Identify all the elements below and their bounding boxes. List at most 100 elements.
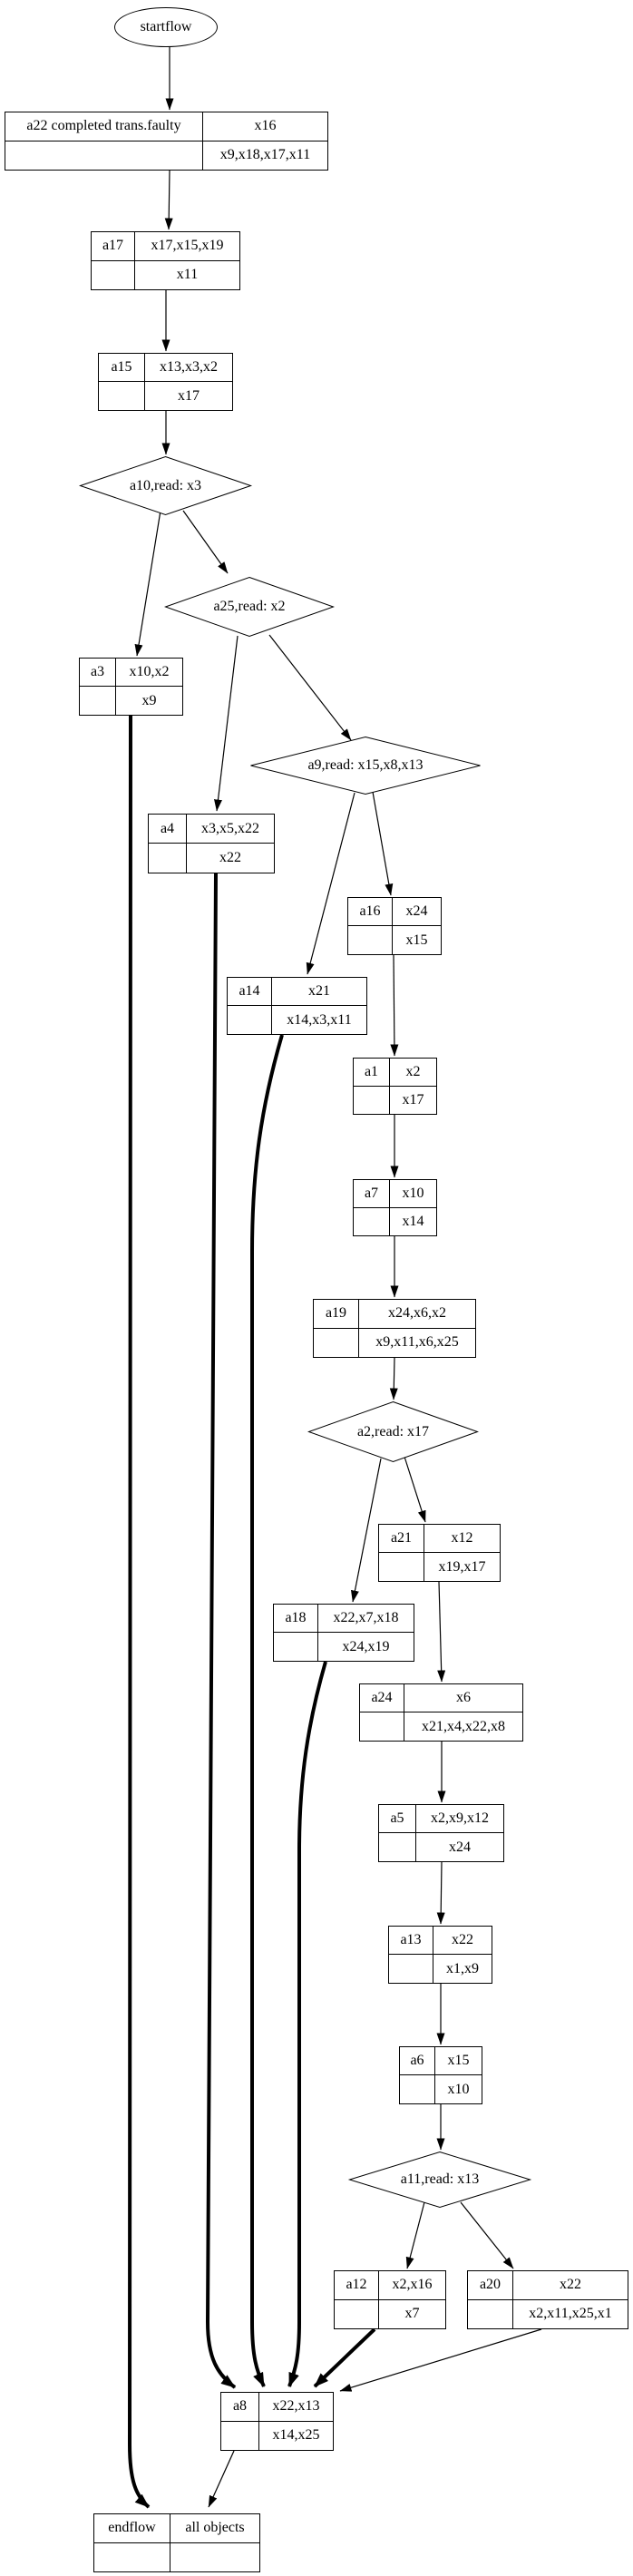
diamond-shape xyxy=(347,2151,532,2209)
edge-a18-a8 xyxy=(287,1661,327,2387)
activity-a7-name: a7 xyxy=(354,1180,390,1208)
edge-a14-a8 xyxy=(250,1034,284,2387)
activity-a19-name: a19 xyxy=(314,1300,359,1329)
activity-a3-name: a3 xyxy=(80,659,116,687)
edge-a12-a8 xyxy=(313,2327,376,2388)
activity-a1-empty-cell xyxy=(354,1086,390,1114)
activity-a21-name: a21 xyxy=(379,1525,424,1553)
activity-a22-empty-cell xyxy=(5,141,203,170)
activity-a3-empty-cell xyxy=(80,687,116,715)
activity-a19-empty-cell xyxy=(314,1328,359,1357)
diamond-shape xyxy=(307,1400,479,1463)
activity-a3-reads: x10,x2 xyxy=(116,659,182,687)
activity-a14-writes: x14,x3,x11 xyxy=(287,1011,352,1028)
decision-a9: a9,read: x15,x8,x13 xyxy=(250,736,481,795)
activity-a17-empty-cell xyxy=(92,260,135,289)
activity-a20-name: a20 xyxy=(468,2271,513,2300)
edge-a21-a24 xyxy=(437,1581,446,1683)
activity-a14-reads: x21 xyxy=(272,978,366,1006)
activity-a5-name: a5 xyxy=(379,1805,416,1833)
edge-a8-endflow xyxy=(208,2450,235,2508)
diamond-shape xyxy=(250,736,481,795)
edge-a22-a17 xyxy=(164,170,173,230)
activity-a12-reads: x2,x16 xyxy=(379,2271,445,2300)
start-node: startflow xyxy=(114,7,218,47)
activity-a18-empty-cell xyxy=(274,1633,318,1661)
activity-a16-name: a16 xyxy=(348,898,393,926)
end-node-scope: all objects xyxy=(170,2514,259,2543)
decision-a25-label: a25,read: x2 xyxy=(213,599,286,614)
activity-a13-empty-cell xyxy=(389,1955,433,1983)
activity-a8-reads: x22,x13 xyxy=(259,2393,333,2422)
decision-a11: a11,read: x13 xyxy=(347,2151,532,2209)
activity-a6-writes: x10 xyxy=(447,2081,470,2097)
activity-a5-reads: x2,x9,x12 xyxy=(416,1805,503,1833)
decision-a10: a10,read: x3 xyxy=(78,455,253,516)
activity-a16-empty-cell xyxy=(348,926,393,954)
edge-a2-a21 xyxy=(404,1456,426,1523)
activity-a12-name: a12 xyxy=(335,2271,379,2300)
edge-a9-a14 xyxy=(306,792,355,975)
end-node-empty-cell xyxy=(94,2542,170,2571)
activity-a24-writes: x21,x4,x22,x8 xyxy=(422,1718,505,1734)
diamond-shape xyxy=(163,576,336,638)
diamond-shape xyxy=(78,455,253,516)
activity-a17-writes: x11 xyxy=(176,267,199,283)
activity-a4-writes: x22 xyxy=(219,850,241,865)
activity-a22-name: a22 completed trans.faulty xyxy=(5,112,203,141)
activity-a22-writes: x9,x18,x17,x11 xyxy=(219,147,311,163)
activity-a20-reads: x22 xyxy=(513,2271,628,2300)
end-node-name: endflow xyxy=(94,2514,170,2543)
edge-a10-a3 xyxy=(134,510,161,657)
activity-a19-writes: x9,x11,x6,x25 xyxy=(375,1334,459,1351)
activity-a21-writes: x19,x17 xyxy=(438,1558,486,1575)
edge-a20-a8 xyxy=(339,2328,542,2392)
activity-a15-name: a15 xyxy=(99,354,145,382)
activity-a8-name: a8 xyxy=(221,2393,259,2422)
activity-a19-reads: x24,x6,x2 xyxy=(359,1300,475,1329)
activity-a24-empty-cell xyxy=(360,1712,404,1741)
edge-a2-a18 xyxy=(350,1458,382,1603)
activity-a12-writes: x7 xyxy=(404,2306,420,2322)
decision-a9-label: a9,read: x15,x8,x13 xyxy=(307,757,424,773)
activity-a1-name: a1 xyxy=(354,1059,390,1087)
activity-a5-writes: x24 xyxy=(449,1839,471,1855)
edge-a11-a20 xyxy=(460,2201,514,2269)
activity-a6-empty-cell xyxy=(400,2075,435,2103)
edge-a10-a25 xyxy=(182,510,229,574)
activity-a6-reads: x15 xyxy=(435,2047,482,2075)
edge-a25-a4 xyxy=(214,635,239,812)
decision-a2: a2,read: x17 xyxy=(307,1400,479,1463)
activity-a24-reads: x6 xyxy=(404,1684,522,1712)
decision-a25: a25,read: x2 xyxy=(163,576,336,638)
activity-a15-reads: x13,x3,x2 xyxy=(145,354,232,382)
edge-a4-a8 xyxy=(205,873,237,2389)
activity-a13-name: a13 xyxy=(389,1927,433,1955)
activity-a13-reads: x22 xyxy=(433,1927,492,1955)
activity-a4-reads: x3,x5,x22 xyxy=(187,815,274,844)
activity-a17-reads: x17,x15,x19 xyxy=(135,232,239,261)
activity-a14-empty-cell xyxy=(228,1006,272,1034)
activity-a6-name: a6 xyxy=(400,2047,435,2075)
activity-a13-writes: x1,x9 xyxy=(446,1960,479,1976)
activity-a17-name: a17 xyxy=(92,232,135,261)
edge-a11-a12 xyxy=(405,2198,426,2269)
activity-a12-empty-cell xyxy=(335,2299,379,2328)
decision-a10-label: a10,read: x3 xyxy=(129,477,202,493)
activity-a7-empty-cell xyxy=(354,1207,390,1235)
activity-a3-writes: x9 xyxy=(141,692,157,708)
activity-a8-empty-cell xyxy=(221,2421,259,2450)
